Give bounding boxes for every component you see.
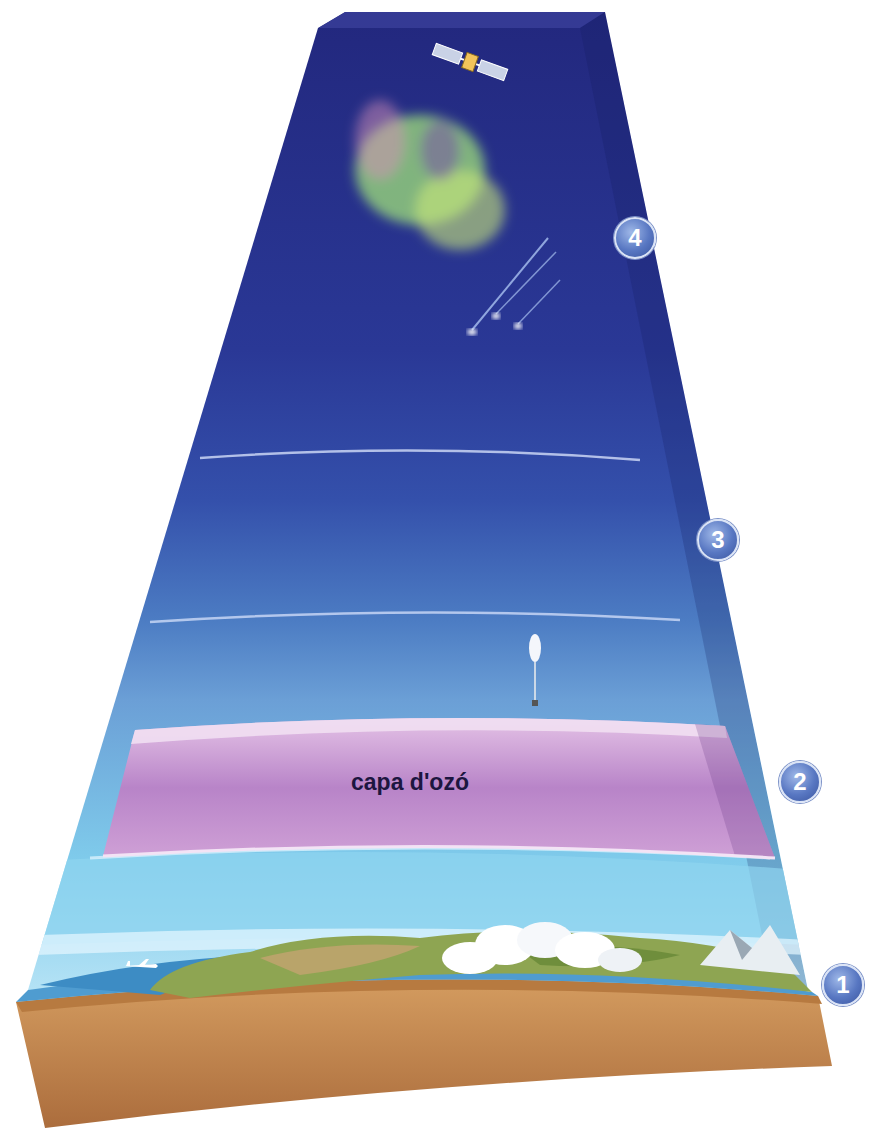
- ozone-layer-band: capa d'ozó: [95, 708, 785, 870]
- aurora: [355, 100, 505, 250]
- layer-label: capa d'ozó: [351, 770, 469, 795]
- airplane: [124, 959, 158, 968]
- band-side: [695, 724, 775, 858]
- earth-surface: [16, 925, 832, 1128]
- meteors: [467, 238, 560, 335]
- weather-balloon: [529, 634, 541, 706]
- sky-column: [0, 0, 873, 1010]
- callout-badge: 1: [822, 964, 864, 1006]
- callout-number: 2: [793, 770, 806, 794]
- callout-number: 4: [628, 226, 641, 250]
- clouds: [442, 922, 642, 974]
- callout-badge: 4: [614, 217, 656, 259]
- band-edge: [103, 846, 775, 858]
- callout-number: 3: [711, 528, 724, 552]
- callout-badge: 3: [697, 519, 739, 561]
- band-top: [131, 718, 727, 744]
- band-face: [103, 718, 775, 858]
- satellite: [432, 41, 509, 82]
- callout-number: 1: [836, 973, 849, 997]
- callout-badge: 2: [779, 761, 821, 803]
